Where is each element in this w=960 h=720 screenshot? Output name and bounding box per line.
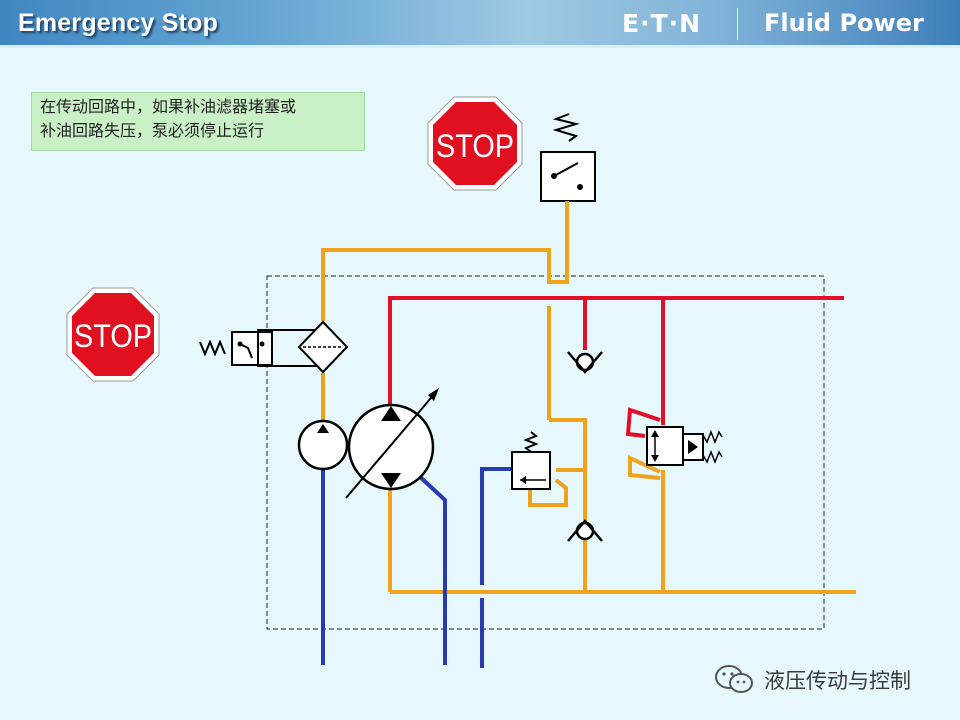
drain-lines xyxy=(321,467,512,668)
pressure-switch-top xyxy=(540,113,596,202)
brand-logo: E·T·N xyxy=(622,9,702,38)
page-title: Emergency Stop xyxy=(18,9,219,37)
brand-tagline: Fluid Power xyxy=(764,9,924,37)
brand-divider xyxy=(737,8,738,40)
high-pressure-relief-valve xyxy=(646,426,723,466)
main-variable-pump xyxy=(345,388,439,499)
charge-pump xyxy=(297,419,349,471)
watermark-text: 液压传动与控制 xyxy=(764,669,911,693)
charge-filter xyxy=(199,320,349,374)
component-boundary xyxy=(266,275,825,630)
note-box: 在传动回路中，如果补油滤器堵塞或 补油回路失压，泵必须停止运行 xyxy=(31,92,365,151)
charge-lines xyxy=(321,201,856,594)
note-line-2: 补油回路失压，泵必须停止运行 xyxy=(40,121,265,140)
stop-sign-left: STOP xyxy=(66,287,160,382)
stop-label-left: STOP xyxy=(74,318,152,354)
stop-label-top: STOP xyxy=(436,128,514,164)
stop-sign-top: STOP xyxy=(427,96,523,191)
check-valve-upper xyxy=(567,351,603,374)
pressure-lines xyxy=(388,296,844,438)
note-line-1: 在传动回路中，如果补油滤器堵塞或 xyxy=(40,97,297,116)
charge-relief-valve xyxy=(511,431,551,490)
watermark: 液压传动与控制 xyxy=(712,662,932,696)
wechat-icon xyxy=(715,665,753,693)
header-bar: Emergency Stop E·T·N Fluid Power xyxy=(0,0,960,48)
check-valve-lower xyxy=(567,519,603,542)
